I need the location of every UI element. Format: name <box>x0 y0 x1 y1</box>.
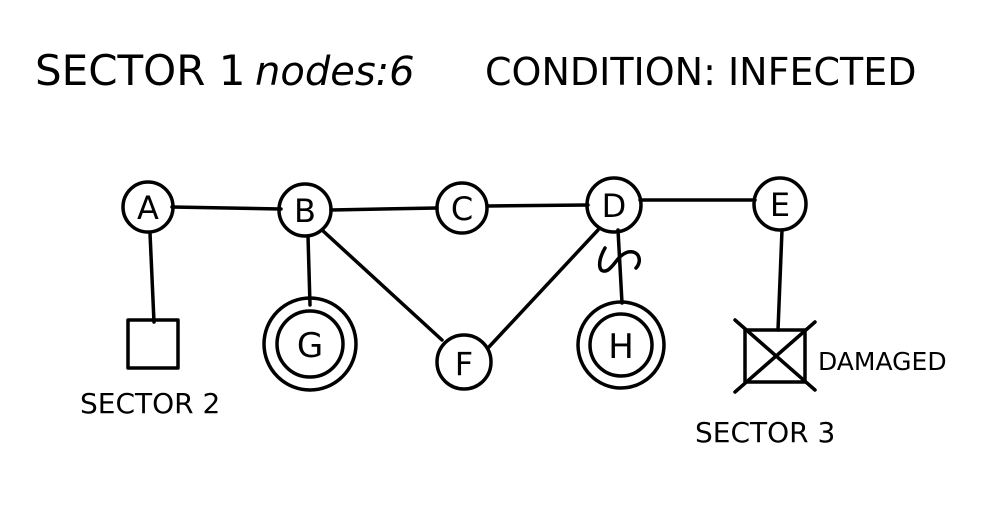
edge-b-g <box>306 234 312 307</box>
edges <box>148 198 784 350</box>
sector3-label: SECTOR 3 <box>695 416 835 449</box>
edge-d-h <box>616 228 624 305</box>
node-label: B <box>294 192 316 230</box>
condition-status: CONDITION: INFECTED <box>485 50 917 94</box>
node-label: F <box>455 345 473 383</box>
node-b[interactable]: B <box>277 182 333 238</box>
edge-b-f <box>320 228 444 342</box>
node-label: A <box>137 189 159 227</box>
sector2-gateway[interactable] <box>126 318 180 370</box>
node-label: E <box>770 186 790 224</box>
node-label: H <box>608 327 634 367</box>
node-g[interactable]: G <box>262 296 358 392</box>
sector3-damaged-gateway[interactable] <box>733 318 817 394</box>
node-a[interactable]: A <box>121 180 175 234</box>
edge-e-sector3 <box>776 228 784 332</box>
node-c[interactable]: C <box>435 181 489 235</box>
node-d[interactable]: D <box>585 176 643 234</box>
cross-icon <box>733 320 817 394</box>
edge-d-f <box>486 228 600 350</box>
sector2-label: SECTOR 2 <box>80 387 220 420</box>
node-label: C <box>451 190 473 228</box>
sector-title: SECTOR 1 <box>35 46 246 95</box>
edge-c-d <box>486 203 590 208</box>
node-f[interactable]: F <box>435 333 493 391</box>
damaged-label: DAMAGED <box>818 347 947 376</box>
node-h[interactable]: H <box>576 300 666 390</box>
edge-a-b <box>170 205 283 211</box>
node-count: nodes:6 <box>255 49 415 95</box>
node-label: G <box>297 326 323 366</box>
edge-b-c <box>329 206 439 212</box>
node-label: D <box>602 187 627 225</box>
node-e[interactable]: E <box>752 176 808 232</box>
edge-a-sector2 <box>148 231 156 324</box>
squiggle-break-icon <box>598 246 642 273</box>
